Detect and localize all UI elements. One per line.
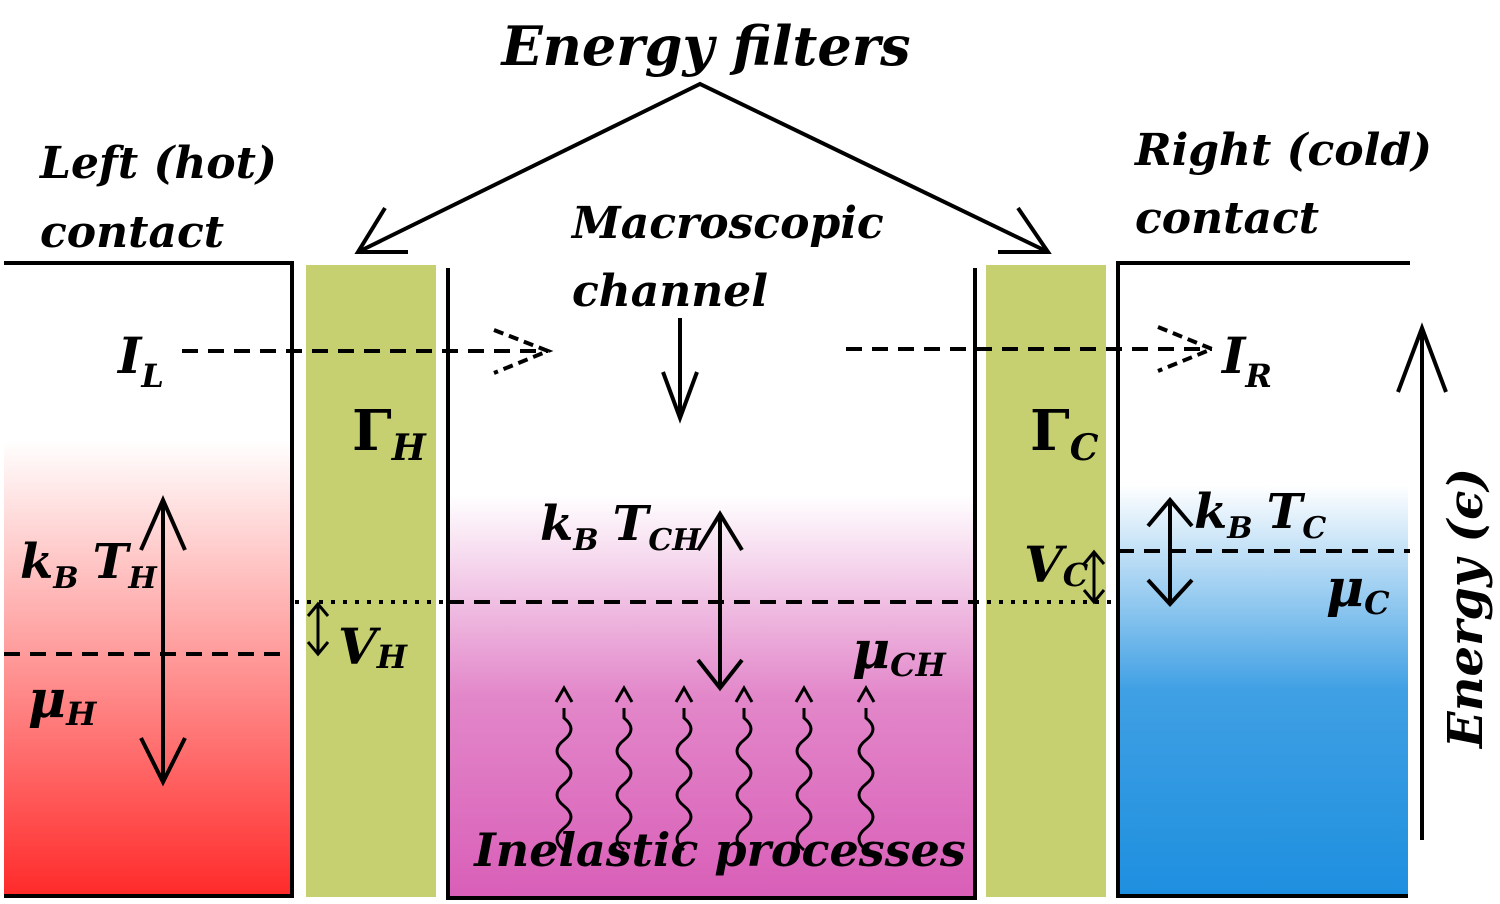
- v-cold-arrow-bottom-head: [1082, 589, 1106, 605]
- gamma-cold-label: ΓC: [1030, 398, 1099, 469]
- mu-channel-label: μCH: [852, 620, 948, 684]
- channel-pointer-arrow-head: [661, 371, 699, 424]
- mu-cold-label: μC: [1326, 558, 1390, 622]
- wavy-arrow-head: [554, 684, 574, 703]
- wavy-arrow: [615, 708, 633, 852]
- v-cold-label: VC: [1024, 535, 1089, 594]
- v-hot-label: VH: [338, 617, 409, 676]
- kbt-hot-arrow-bottom-head: [139, 737, 187, 787]
- kbt-channel-arrow-top-head: [696, 510, 744, 552]
- diagram-title: Energy filters: [499, 14, 910, 78]
- left-contact-label-line1: Left (hot): [38, 138, 277, 189]
- gamma-hot-label: ΓH: [352, 398, 427, 469]
- inelastic-wavy-arrows: [554, 684, 876, 852]
- current-right-arrow-head: [1157, 325, 1218, 373]
- current-left-arrow-head: [493, 328, 554, 375]
- wavy-arrow: [857, 708, 875, 852]
- wavy-arrow-head: [856, 684, 876, 703]
- hot-contact-wall: [4, 261, 294, 898]
- filter-arrow-right-head: [998, 206, 1052, 254]
- energy-axis-label: Energy (ϵ): [1438, 468, 1494, 750]
- hot-contact-fill: [4, 440, 292, 896]
- current-left-label: IL: [116, 326, 164, 395]
- left-contact-label-line2: contact: [40, 207, 224, 258]
- channel-label-line2: channel: [572, 266, 768, 317]
- channel-wall: [446, 268, 977, 900]
- cold-contact-wall: [1116, 261, 1410, 898]
- wavy-arrow-head: [794, 684, 814, 703]
- mu-hot-label: μH: [28, 669, 98, 733]
- wavy-arrow-head: [614, 684, 634, 703]
- kbt-hot-arrow-top-head: [139, 495, 187, 551]
- kbt-cold-arrow-bottom-head: [1146, 578, 1194, 607]
- right-contact-label-line1: Right (cold): [1133, 125, 1432, 176]
- wavy-arrow-head: [674, 684, 694, 703]
- kbt-cold-arrow-top-head: [1146, 496, 1194, 528]
- channel-label-line1: Macroscopic: [570, 198, 884, 249]
- wavy-arrow: [795, 708, 813, 852]
- hot-filter-barrier: [306, 265, 436, 897]
- wavy-arrow-head: [734, 684, 754, 703]
- wavy-arrow: [675, 708, 693, 852]
- cold-contact-fill: [1120, 485, 1408, 896]
- cold-filter-barrier: [986, 265, 1106, 897]
- current-right-label: IR: [1220, 326, 1272, 395]
- v-hot-arrow-bottom-head: [306, 641, 330, 657]
- channel-fill: [450, 495, 974, 897]
- v-cold-arrow-top-head: [1082, 549, 1106, 565]
- inelastic-processes-label: Inelastic processes: [472, 823, 965, 877]
- kbt-channel-arrow-bottom-head: [696, 658, 744, 692]
- wavy-arrow: [735, 708, 753, 852]
- energy-axis-arrow-head: [1396, 322, 1448, 393]
- right-contact-label-line2: contact: [1135, 193, 1319, 244]
- v-hot-arrow-top-head: [306, 601, 330, 617]
- filter-arrow-lines: [357, 81, 1049, 254]
- wavy-arrow: [555, 708, 573, 852]
- filter-arrow-left-head: [354, 206, 408, 254]
